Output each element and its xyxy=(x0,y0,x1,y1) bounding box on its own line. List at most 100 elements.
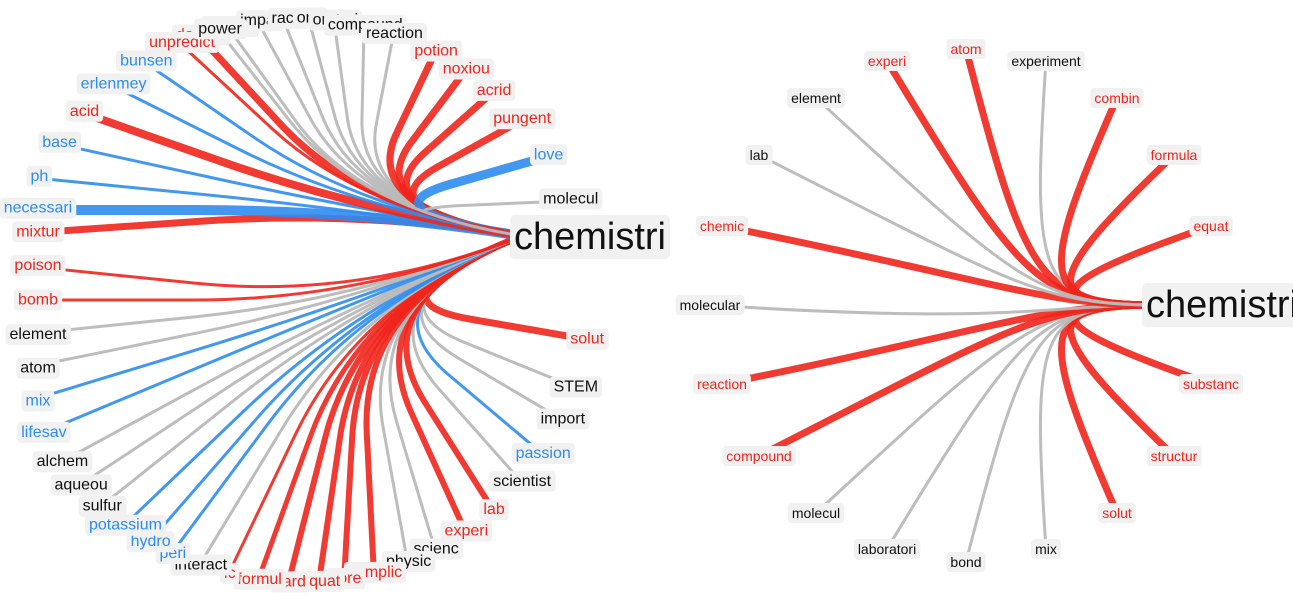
right-center-node[interactable]: chemistri xyxy=(1141,283,1293,327)
left-edge-power xyxy=(220,32,524,238)
left-node-alchem[interactable]: alchem xyxy=(32,451,93,473)
left-node-background xyxy=(76,73,151,95)
right-node-background xyxy=(1090,88,1144,108)
left-node-label: mixtur xyxy=(16,223,60,240)
left-node-background xyxy=(536,408,590,430)
left-node-aqueou[interactable]: aqueou xyxy=(50,474,112,496)
right-center-label: chemistri xyxy=(1146,284,1293,326)
left-node-label: solut xyxy=(570,331,604,348)
left-node-potassium[interactable]: potassium xyxy=(85,514,166,536)
left-node-background xyxy=(410,40,462,62)
right-node-laboratori[interactable]: laboratori xyxy=(853,539,921,559)
left-node-molecul[interactable]: molecul xyxy=(539,188,603,210)
right-node-label: bond xyxy=(950,554,981,570)
right-edge-combin xyxy=(1058,94,1164,309)
right-node-molecular[interactable]: molecular xyxy=(675,295,745,315)
right-node-chemic[interactable]: chemic xyxy=(695,216,749,236)
right-node-equat[interactable]: equat xyxy=(1189,216,1233,236)
right-node-experi[interactable]: experi xyxy=(863,51,911,71)
right-node-substanc[interactable]: substanc xyxy=(1178,374,1244,394)
left-node-scientist[interactable]: scientist xyxy=(489,470,556,492)
left-node-label: bomb xyxy=(18,292,58,309)
right-node-background xyxy=(1007,51,1085,71)
left-node-acrid[interactable]: acrid xyxy=(472,79,516,101)
left-edges xyxy=(26,22,585,580)
left-node-label: lab xyxy=(483,501,504,518)
left-node-lifesav[interactable]: lifesav xyxy=(17,421,71,443)
left-node-necessari[interactable]: necessari xyxy=(0,197,77,219)
left-node-background xyxy=(489,108,556,130)
left-node-bunsen[interactable]: bunsen xyxy=(116,50,177,72)
left-node-passion[interactable]: passion xyxy=(511,443,575,465)
right-node-label: reaction xyxy=(697,376,747,392)
left-node-pungent[interactable]: pungent xyxy=(489,108,556,130)
left-node-label: mix xyxy=(26,393,51,410)
right-node-solut[interactable]: solut xyxy=(1098,503,1136,523)
left-node-background xyxy=(5,323,72,345)
left-node-background xyxy=(126,531,175,553)
left-node-background xyxy=(539,188,603,210)
left-node-sulfur[interactable]: sulfur xyxy=(78,495,127,517)
left-node-noxiou[interactable]: noxiou xyxy=(438,58,494,80)
right-node-background xyxy=(745,145,773,165)
left-node-potion[interactable]: potion xyxy=(410,40,462,62)
left-node-power[interactable]: power xyxy=(194,18,247,40)
left-node-atom[interactable]: atom xyxy=(16,357,60,379)
left-nodes: dangerbeakerimpatractondoratoricompoundr… xyxy=(0,7,609,593)
right-node-label: combin xyxy=(1094,90,1139,106)
right-node-experiment[interactable]: experiment xyxy=(1007,51,1085,71)
left-node-mixtur[interactable]: mixtur xyxy=(12,221,65,243)
right-node-background xyxy=(1146,145,1202,165)
left-node-background xyxy=(511,443,575,465)
right-node-atom[interactable]: atom xyxy=(946,39,986,59)
left-node-base[interactable]: base xyxy=(38,131,82,153)
right-node-element[interactable]: element xyxy=(787,88,846,108)
right-node-reaction[interactable]: reaction xyxy=(693,374,751,394)
left-node-background xyxy=(17,421,71,443)
right-node-molecul[interactable]: molecul xyxy=(787,503,845,523)
left-node-love[interactable]: love xyxy=(529,144,568,166)
right-node-combin[interactable]: combin xyxy=(1090,88,1144,108)
left-node-label: love xyxy=(534,146,563,163)
left-node-poison[interactable]: poison xyxy=(10,255,66,277)
left-node-label: necessari xyxy=(4,200,72,217)
right-node-background xyxy=(787,503,845,523)
left-node-erlenmey[interactable]: erlenmey xyxy=(76,73,151,95)
right-node-formula[interactable]: formula xyxy=(1146,145,1202,165)
right-node-compound[interactable]: compound xyxy=(722,446,796,466)
left-node-lab[interactable]: lab xyxy=(479,499,509,521)
right-node-background xyxy=(1098,503,1136,523)
left-node-stem[interactable]: STEM xyxy=(549,376,603,398)
right-edge-element xyxy=(814,96,1162,307)
left-node-label: equat xyxy=(300,573,341,590)
left-node-ph[interactable]: ph xyxy=(26,165,53,187)
left-node-bomb[interactable]: bomb xyxy=(13,289,63,311)
left-node-element[interactable]: element xyxy=(5,323,72,345)
left-node-label: STEM xyxy=(554,379,598,396)
left-node-background xyxy=(78,495,127,517)
right-node-mix[interactable]: mix xyxy=(1031,539,1061,559)
right-network-panel: experi atom experiment combin formula equat su… xyxy=(675,39,1293,572)
right-node-background xyxy=(693,374,751,394)
left-node-import[interactable]: import xyxy=(536,408,590,430)
left-node-experi[interactable]: experi xyxy=(440,520,493,542)
right-node-lab[interactable]: lab xyxy=(745,145,773,165)
right-node-background xyxy=(722,446,796,466)
left-node-solut[interactable]: solut xyxy=(566,328,609,350)
left-node-mix[interactable]: mix xyxy=(21,390,55,412)
left-node-label: erlenmey xyxy=(81,75,147,92)
left-node-label: ract xyxy=(271,10,298,27)
left-node-hydro[interactable]: hydro xyxy=(126,531,175,553)
right-node-structur[interactable]: structur xyxy=(1146,446,1202,466)
right-node-label: molecul xyxy=(792,505,840,521)
left-node-label: atom xyxy=(20,360,56,377)
left-center-node[interactable]: chemistri xyxy=(509,215,671,259)
left-node-reaction[interactable]: reaction xyxy=(361,22,427,44)
left-node-background xyxy=(489,470,556,492)
right-edge-solut xyxy=(1058,301,1164,517)
right-node-label: experiment xyxy=(1011,53,1080,69)
right-node-bond[interactable]: bond xyxy=(946,552,986,572)
left-node-acid[interactable]: acid xyxy=(65,100,104,122)
left-node-formul[interactable]: formul xyxy=(233,568,286,590)
